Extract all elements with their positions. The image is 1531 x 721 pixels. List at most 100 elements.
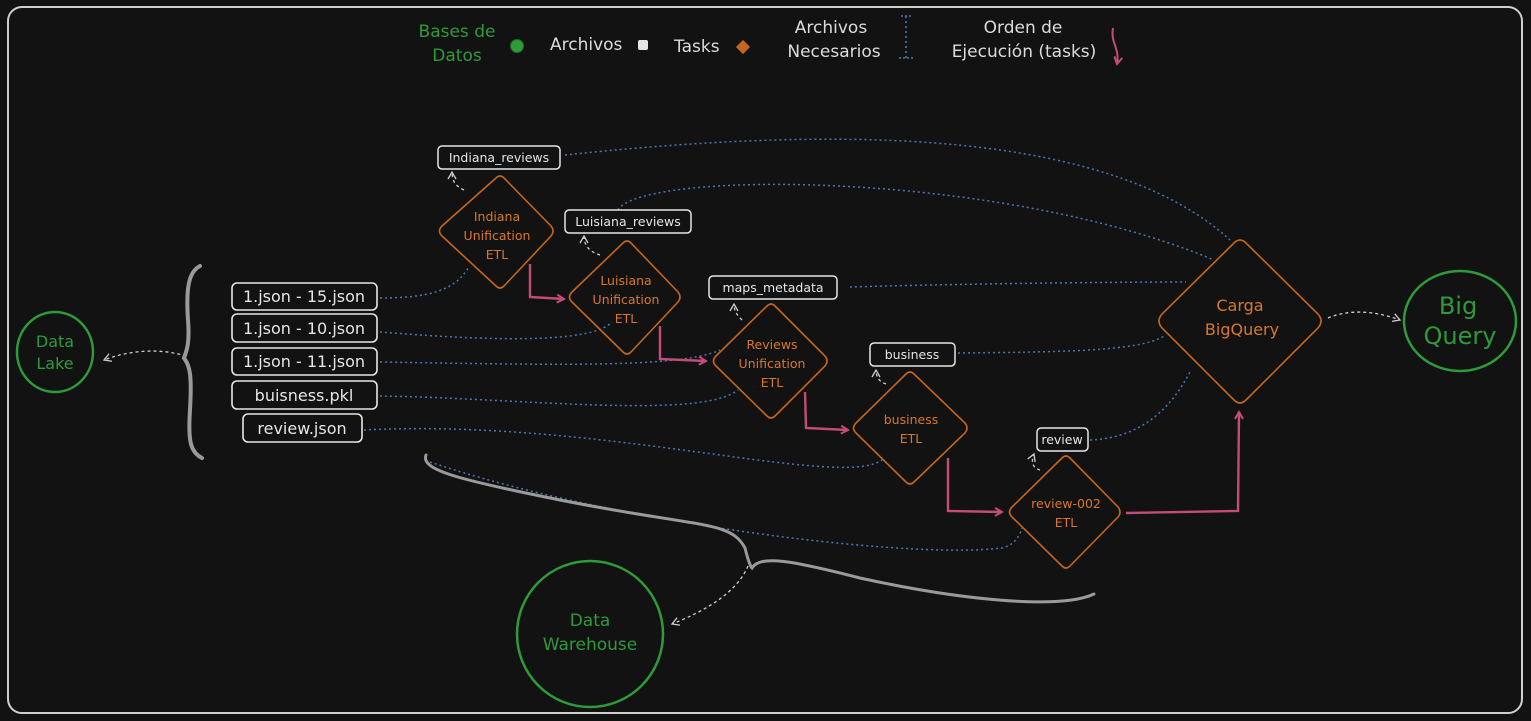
source-file-3-label: 1.json - 11.json xyxy=(243,352,365,371)
source-file-1-label: 1.json - 15.json xyxy=(243,287,365,306)
data-warehouse-label-line1: Data xyxy=(570,611,611,631)
legend-file-swatch xyxy=(638,40,648,50)
source-file-4[interactable]: buisness.pkl xyxy=(231,380,378,410)
output-file-luisiana-label: Luisiana_reviews xyxy=(575,214,680,229)
data-warehouse-label-line2: Warehouse xyxy=(543,635,637,655)
tasks: Indiana Unification ETL Luisiana Unifica… xyxy=(438,175,1322,569)
dep-file3-reviews xyxy=(379,349,721,366)
task-indiana-line1: Indiana xyxy=(474,209,520,224)
out-brace-datalake xyxy=(102,350,187,362)
legend-exec-arrow-swatch xyxy=(1111,27,1117,64)
dep-file4-reviews xyxy=(379,389,739,407)
output-arrows xyxy=(102,170,1402,626)
source-file-1[interactable]: 1.json - 15.json xyxy=(231,282,378,311)
task-luisiana-line3: ETL xyxy=(615,311,638,326)
source-file-5-box xyxy=(242,413,363,443)
output-file-luisiana[interactable]: Luisiana_reviews xyxy=(564,209,692,234)
out-maps xyxy=(729,302,743,321)
output-file-review[interactable]: review xyxy=(1036,427,1089,452)
out-review xyxy=(1027,452,1041,471)
out-indiana xyxy=(447,170,465,191)
output-file-business-label: business xyxy=(885,347,939,362)
output-file-review-label: review xyxy=(1041,432,1082,447)
big-query-label-line1: Big xyxy=(1439,292,1477,320)
big-query-circle xyxy=(1402,269,1518,373)
source-file-2[interactable]: 1.json - 10.json xyxy=(231,313,378,343)
source-file-5[interactable]: review.json xyxy=(242,413,363,443)
source-file-3[interactable]: 1.json - 11.json xyxy=(231,347,378,376)
source-file-2-box xyxy=(231,313,378,343)
task-reviews-line2: Unification xyxy=(739,356,806,371)
source-file-1-box xyxy=(231,282,378,311)
source-file-5-label: review.json xyxy=(257,419,346,438)
task-luisiana[interactable]: Luisiana Unification ETL xyxy=(568,240,681,355)
task-indiana-line3: ETL xyxy=(486,247,509,262)
dep-review-out-carga xyxy=(1089,371,1191,441)
task-luisiana-line2: Unification xyxy=(593,292,660,307)
out-luisiana xyxy=(579,234,601,256)
exec-luisiana-reviews xyxy=(658,326,706,361)
task-business[interactable]: business ETL xyxy=(852,371,968,485)
task-indiana[interactable]: Indiana Unification ETL xyxy=(438,175,554,289)
legend-exec-order-line2: Ejecución (tasks) xyxy=(952,42,1097,62)
task-reviews[interactable]: Reviews Unification ETL xyxy=(712,303,828,419)
data-lake-label-line1: Data xyxy=(36,332,74,351)
dep-maps-out-carga xyxy=(849,281,1187,288)
task-business-line1: business xyxy=(884,412,938,427)
warehouse-brace xyxy=(423,453,1096,604)
output-file-business[interactable]: business xyxy=(869,342,956,367)
task-reviews-line3: ETL xyxy=(761,375,784,390)
task-indiana-diamond xyxy=(438,175,554,289)
output-file-maps[interactable]: maps_metadata xyxy=(708,275,838,300)
execution-arrows xyxy=(528,264,1239,515)
legend-task-swatch xyxy=(735,39,751,55)
legend-exec-order-line1: Orden de xyxy=(984,18,1063,38)
output-file-indiana-box xyxy=(437,145,561,170)
task-review002[interactable]: review-002 ETL xyxy=(1008,455,1121,569)
outer-frame xyxy=(7,6,1523,714)
task-carga-line1: Carga xyxy=(1216,296,1263,315)
legend-required-files-line2: Necesarios xyxy=(787,42,880,62)
big-query-node[interactable]: Big Query xyxy=(1402,269,1518,373)
dep-business-out-carga xyxy=(957,335,1165,354)
task-carga-bigquery[interactable]: Carga BigQuery xyxy=(1158,239,1322,404)
source-files: 1.json - 15.json 1.json - 10.json 1.json… xyxy=(231,282,378,443)
dep-file1-indiana xyxy=(379,267,469,299)
dep-file5-business xyxy=(363,427,883,469)
task-review002-diamond xyxy=(1008,455,1121,569)
data-warehouse-node[interactable]: Data Warehouse xyxy=(515,559,665,709)
data-lake-node[interactable]: Data Lake xyxy=(15,310,95,394)
exec-indiana-luisiana xyxy=(528,264,564,299)
legend-files-label: Archivos xyxy=(550,35,623,55)
legend-database-swatch xyxy=(510,39,524,53)
task-reviews-line1: Reviews xyxy=(746,337,797,352)
output-file-indiana[interactable]: Indiana_reviews xyxy=(437,145,561,170)
out-business xyxy=(871,368,887,385)
output-file-business-box xyxy=(869,342,956,367)
output-file-luisiana-box xyxy=(564,209,692,234)
task-carga-line2: BigQuery xyxy=(1205,320,1279,339)
task-indiana-line2: Unification xyxy=(464,228,531,243)
task-luisiana-diamond xyxy=(568,240,681,355)
output-file-indiana-label: Indiana_reviews xyxy=(449,150,549,165)
legend-required-files-line1: Archivos xyxy=(795,18,868,38)
task-review002-line2: ETL xyxy=(1055,515,1078,530)
output-files: Indiana_reviews Luisiana_reviews maps_me… xyxy=(437,145,1089,452)
output-file-review-box xyxy=(1036,427,1089,452)
task-business-diamond xyxy=(852,371,968,485)
source-files-brace xyxy=(181,264,204,460)
dep-luisiana-out-carga xyxy=(617,183,1215,261)
data-lake-circle xyxy=(15,310,95,394)
out-carga-bigquery xyxy=(1327,311,1402,323)
data-warehouse-circle xyxy=(515,559,665,709)
big-query-label-line2: Query xyxy=(1424,322,1497,350)
source-file-4-box xyxy=(231,380,378,410)
task-business-line2: ETL xyxy=(900,431,923,446)
legend-databases-line2: Datos xyxy=(432,46,482,66)
output-file-maps-label: maps_metadata xyxy=(722,280,823,295)
data-lake-label-line2: Lake xyxy=(36,354,73,373)
exec-review002-carga xyxy=(1125,412,1239,515)
source-file-4-label: buisness.pkl xyxy=(255,386,354,405)
